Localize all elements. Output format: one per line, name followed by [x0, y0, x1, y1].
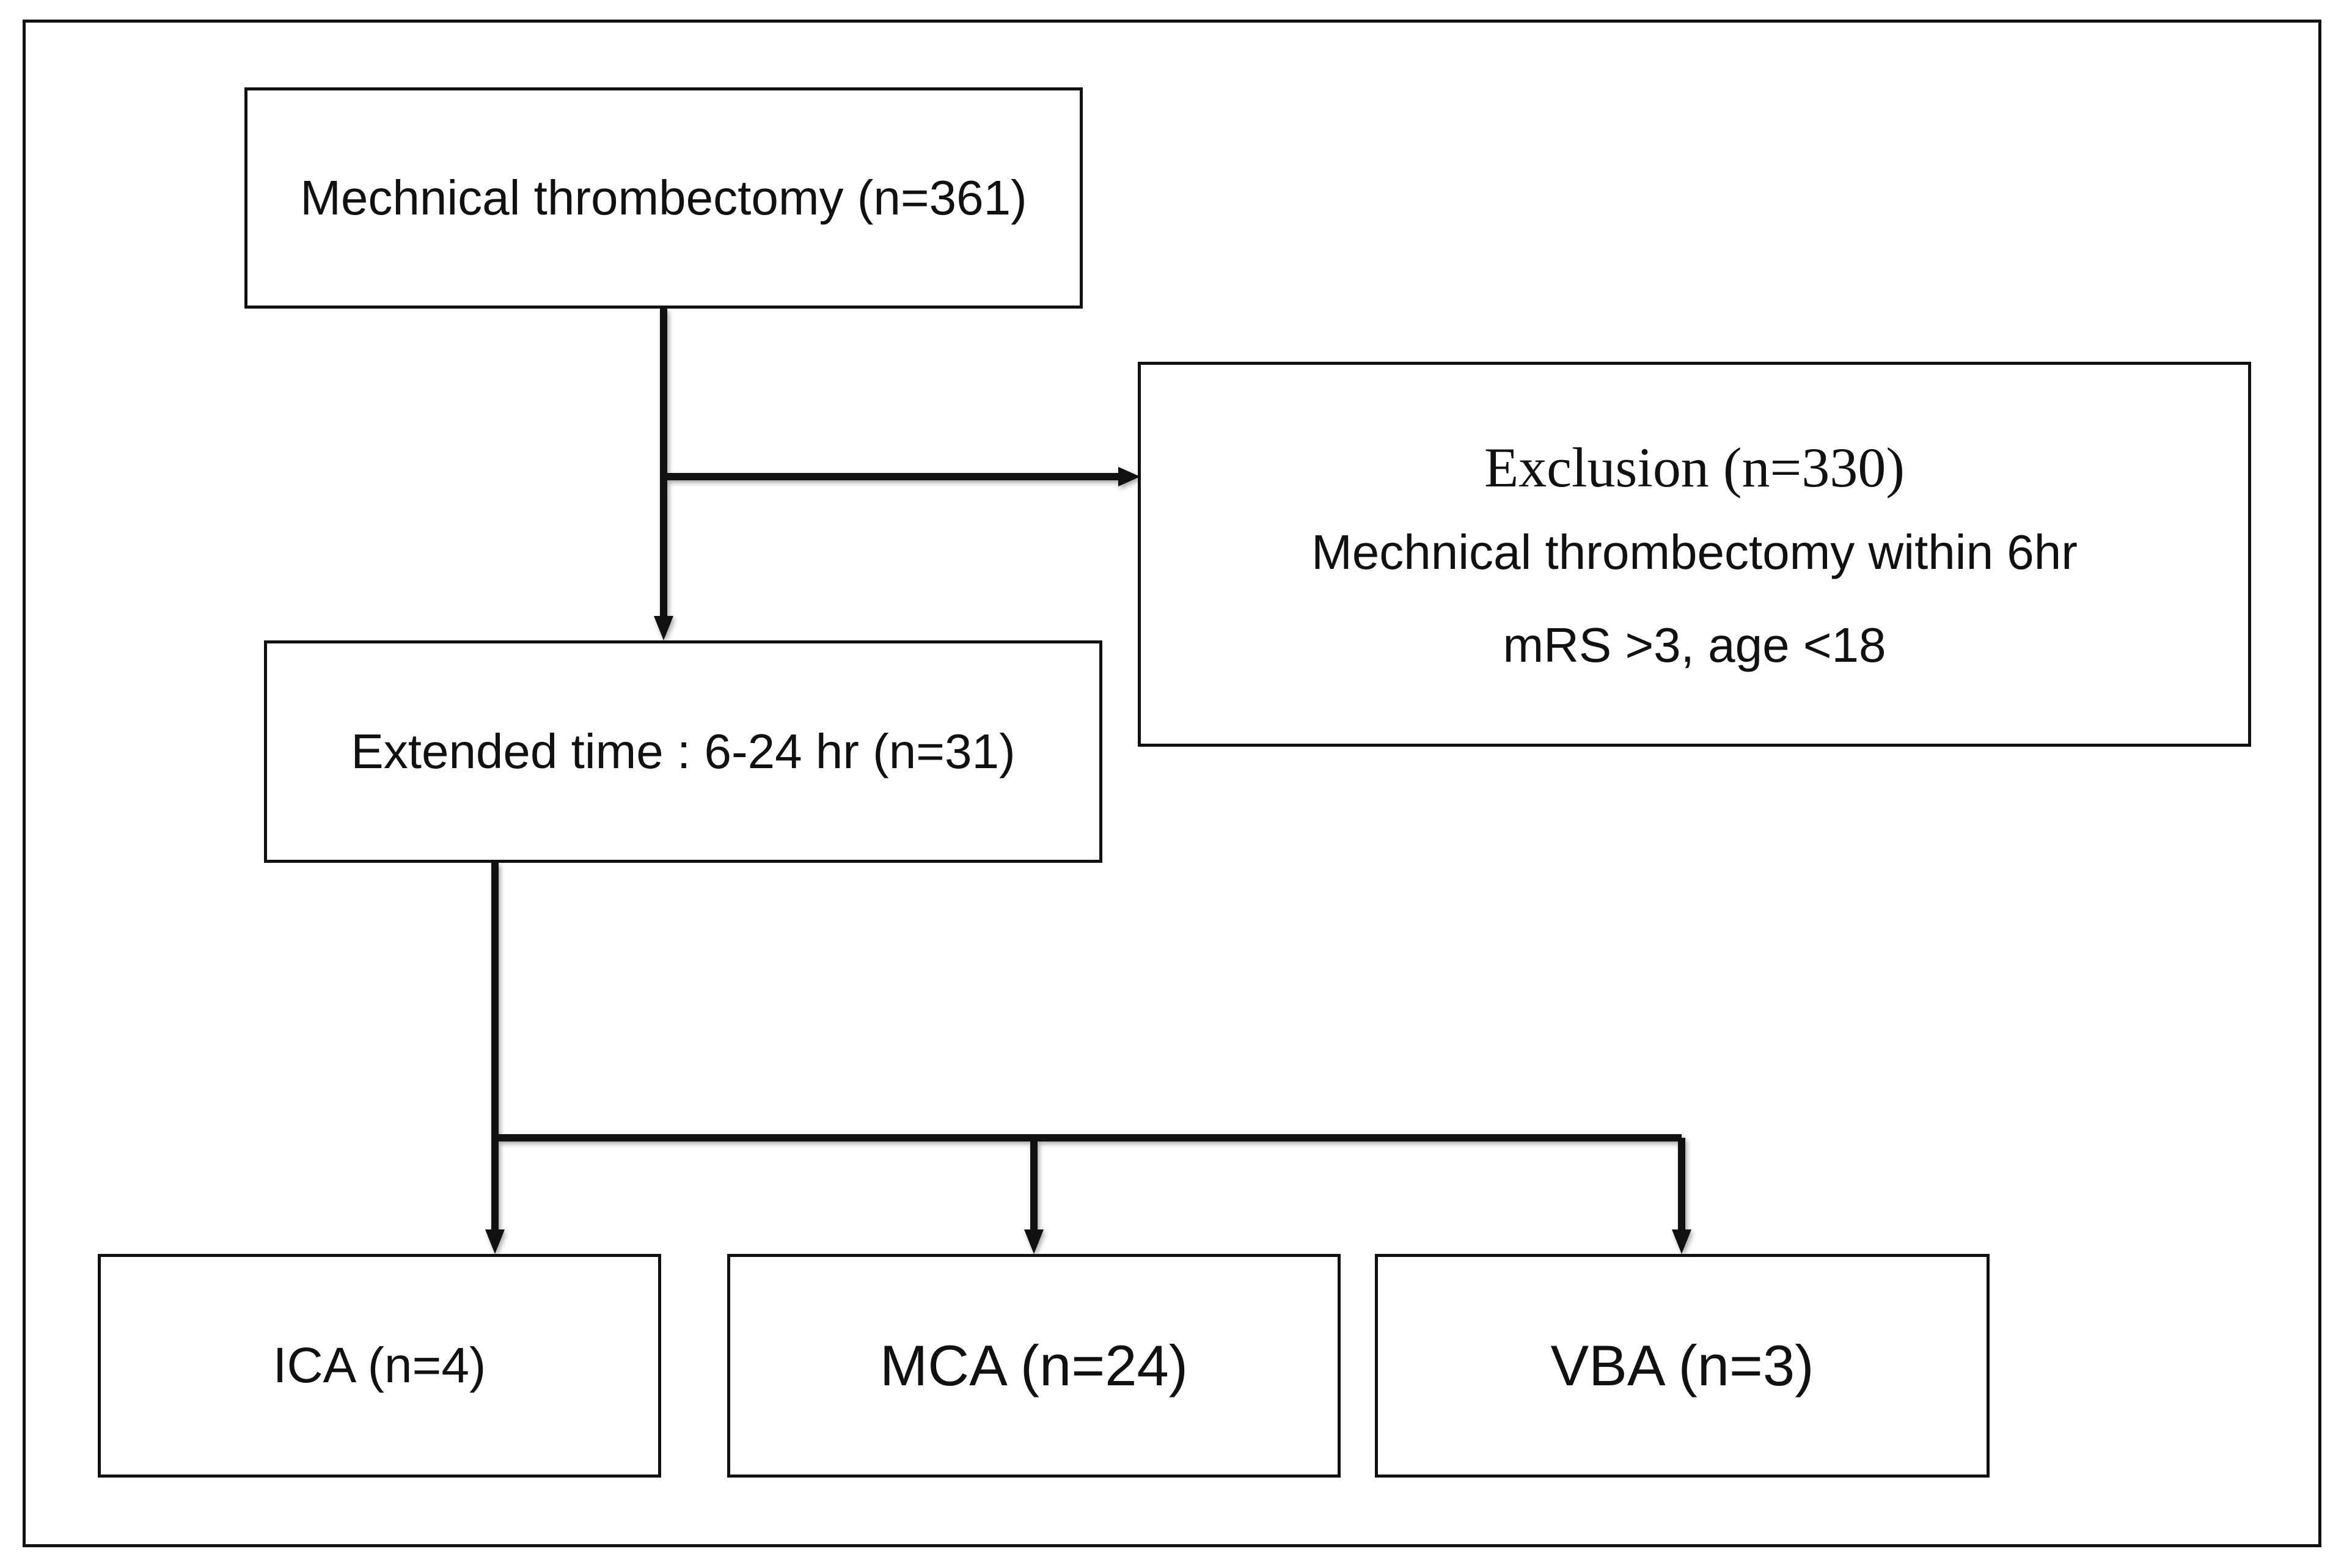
exclusion-criteria-1: Mechnical thrombectomy within 6hr [1311, 525, 2078, 579]
mca-label: MCA (n=24) [879, 1333, 1188, 1398]
exclusion-title: Exclusion (n=330) [1484, 436, 1905, 499]
diagram-frame [23, 20, 2321, 1547]
extended-time-label: Extended time : 6-24 hr (n=31) [351, 724, 1016, 779]
start-box: Mechnical thrombectomy (n=361) [244, 87, 1083, 309]
ica-label: ICA (n=4) [273, 1338, 486, 1393]
exclusion-box: Exclusion (n=330) Mechnical thrombectomy… [1138, 362, 2251, 747]
exclusion-criteria-2: mRS >3, age <18 [1503, 618, 1886, 672]
extended-time-box: Extended time : 6-24 hr (n=31) [264, 640, 1102, 863]
vba-label: VBA (n=3) [1550, 1333, 1814, 1398]
ica-box: ICA (n=4) [98, 1254, 661, 1478]
vba-box: VBA (n=3) [1375, 1254, 1990, 1478]
start-label: Mechnical thrombectomy (n=361) [300, 170, 1027, 225]
mca-box: MCA (n=24) [727, 1254, 1341, 1478]
